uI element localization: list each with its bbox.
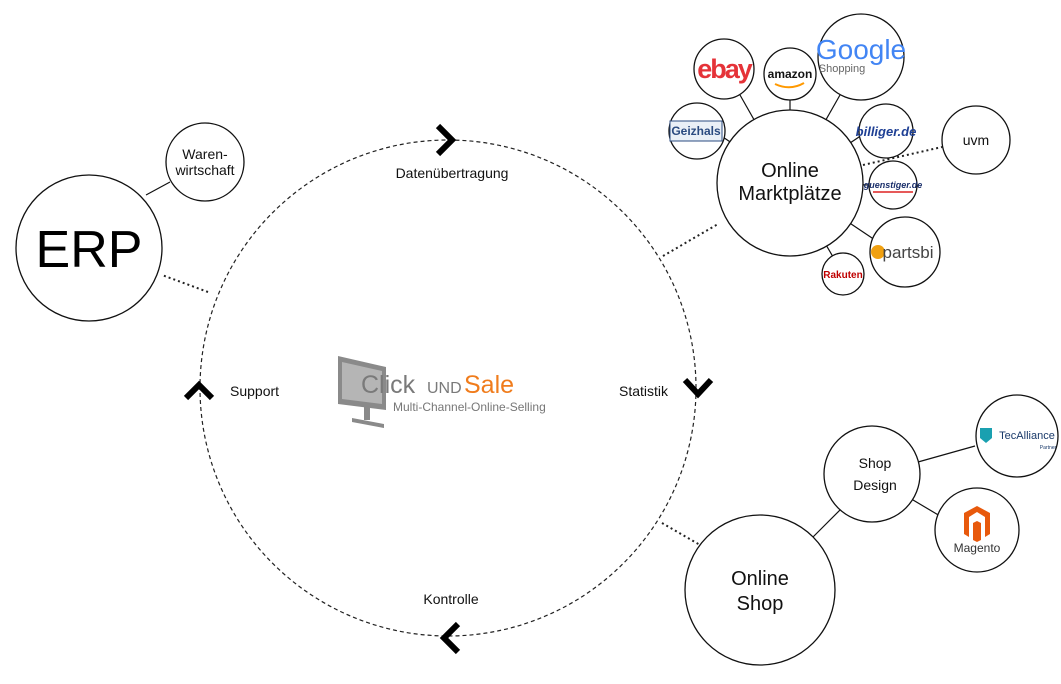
rakuten-logo: Rakuten (823, 270, 862, 281)
logo-und: UND (427, 380, 462, 397)
magento-icon (964, 506, 990, 537)
ebay-logo: ebay (697, 54, 753, 84)
guenstiger-node (868, 160, 918, 210)
marketplaces-line1: Online (761, 160, 819, 182)
billiger-logo: billiger.de (856, 124, 917, 139)
ebay-logo-node (693, 38, 755, 100)
shop-design-line1: Shop (859, 455, 892, 471)
label-statistik: Statistik (619, 383, 669, 399)
shop-design-line2: Design (853, 477, 897, 493)
warenwirtschaft-line1: Waren- (182, 146, 228, 162)
chevron-down-icon (682, 377, 714, 399)
warenwirtschaft-node (165, 122, 245, 202)
connector-shop (661, 522, 701, 546)
logo-click: Click (361, 371, 416, 399)
clickundsale-logo: Click UND Sale Multi-Channel-Online-Sell… (338, 356, 546, 428)
partsbi-node (869, 216, 941, 288)
warenwirtschaft-line2: wirtschaft (174, 162, 234, 178)
shop-design-node (823, 425, 921, 523)
marketplaces-node (716, 109, 864, 257)
partsbi-logo: partsbi (882, 243, 933, 262)
connector-erp (161, 274, 209, 293)
chevron-right-icon (435, 123, 457, 157)
google-shopping-sub: Shopping (819, 63, 866, 75)
logo-sale: Sale (464, 371, 514, 399)
online-shop-line2: Shop (737, 593, 784, 615)
google-logo: Google (816, 34, 906, 65)
geizhals-logo: Geizhals (671, 124, 721, 138)
amazon-logo: amazon (768, 67, 813, 81)
rakuten-node (821, 252, 865, 296)
connector-uvm (862, 146, 943, 166)
online-shop-node (684, 514, 836, 666)
connector-marketplaces (662, 223, 719, 257)
magento-logo: Magento (954, 541, 1001, 555)
marketplaces-line2: Marktplätze (738, 183, 841, 205)
online-shop-line1: Online (731, 568, 789, 590)
google-shopping-node (817, 13, 905, 101)
uvm-label: uvm (963, 132, 989, 148)
amazon-logo-node (763, 47, 817, 101)
tecalliance-logo: TecAlliance (999, 430, 1055, 442)
erp-label: ERP (36, 221, 143, 279)
tecalliance-sub: Partner (1040, 445, 1057, 451)
billiger-node (858, 103, 914, 159)
uvm-node (941, 105, 1011, 175)
partsbi-icon (871, 245, 885, 259)
guenstiger-logo: guenstiger.de (863, 180, 923, 190)
chevron-up-icon (183, 380, 215, 401)
label-support: Support (230, 383, 279, 399)
logo-tagline: Multi-Channel-Online-Selling (393, 400, 546, 414)
label-datenuebertragung: Datenübertragung (396, 165, 509, 181)
chevron-left-icon (439, 621, 461, 655)
tecalliance-shield-icon (980, 428, 992, 443)
label-kontrolle: Kontrolle (423, 591, 478, 607)
erp-node (15, 174, 163, 322)
tecalliance-node (975, 394, 1059, 478)
